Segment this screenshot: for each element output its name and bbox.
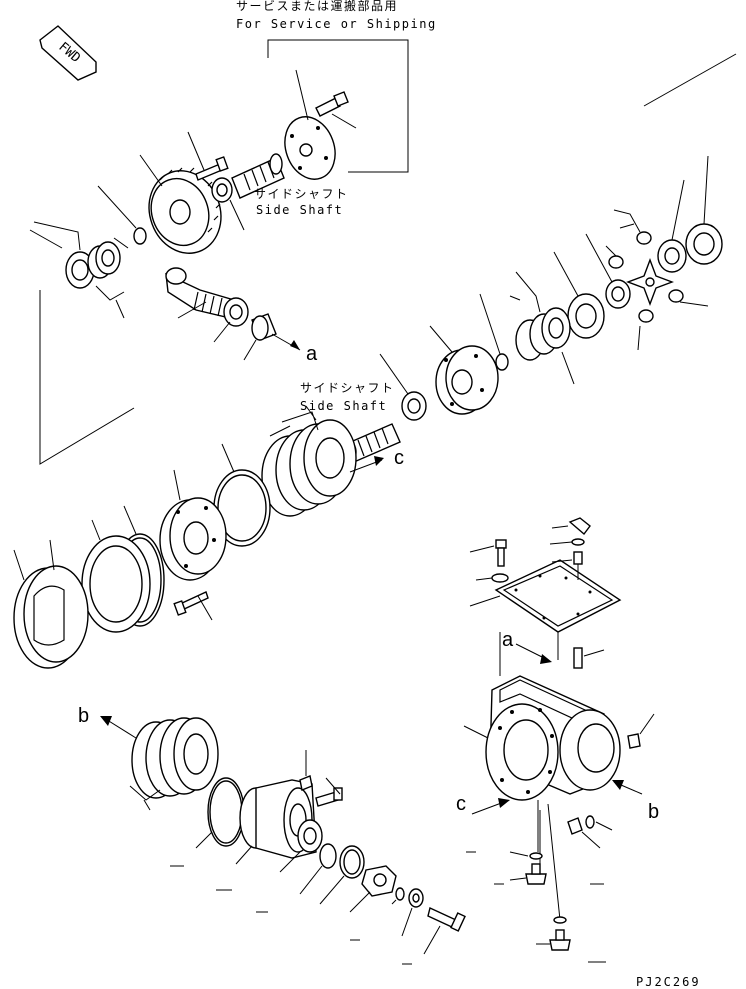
service-note-bracket [267, 39, 409, 173]
spacer-collar [243, 313, 277, 361]
gasket [213, 443, 271, 547]
arrow-b-right [612, 780, 643, 795]
housing-bolt-side [627, 713, 655, 749]
cover-washer [475, 573, 509, 583]
axle-housing [463, 675, 621, 801]
ref-label-c-mid: c [394, 447, 404, 469]
ref-label-c-bottom: c [456, 793, 466, 815]
drain-plug-1 [509, 851, 547, 885]
housing-drop-lines [537, 800, 561, 921]
service-note-jp: サービスまたは運搬部品用 [236, 0, 398, 13]
drain-plug-side [567, 815, 613, 849]
service-bolt [315, 91, 357, 129]
bearing-small-top [211, 177, 245, 231]
retainer-plate [159, 469, 227, 581]
hub-plug [299, 750, 313, 791]
o-ring-bottom [195, 777, 245, 849]
hub-seal-2 [319, 845, 365, 905]
diff-case [429, 325, 499, 415]
arrow-b-left [100, 716, 137, 739]
cover-ring [13, 539, 89, 669]
pinion-bearing [213, 297, 249, 343]
top-cover [469, 559, 622, 633]
yoke-washers [391, 887, 424, 937]
side-gear-right [657, 179, 687, 273]
service-note-en: For Service or Shipping [236, 17, 437, 31]
arrow-a-top [271, 333, 301, 351]
ref-label-a-bottom: a [502, 629, 514, 651]
gear-bolt [187, 131, 229, 181]
side-shaft-jp-2: サイドシャフト [300, 381, 395, 395]
shim-ring [97, 185, 147, 245]
ref-label-b-left: b [78, 705, 89, 727]
housing-leaders [499, 632, 559, 676]
diff-bearing [553, 251, 605, 339]
clutch-discs [509, 271, 575, 385]
snap-ring [479, 293, 509, 371]
drain-plug-2 [536, 916, 571, 951]
upper-right-leader [643, 53, 737, 107]
yoke-flange [349, 865, 397, 913]
right-end-bearing [685, 155, 723, 265]
pinion-shaft [165, 267, 235, 319]
hub-bearing [279, 819, 323, 873]
service-plate [284, 69, 336, 180]
retainer-bolt [173, 591, 213, 621]
fwd-direction-tag: FWD [39, 25, 97, 81]
hub-bolt [315, 777, 343, 807]
bottom-right-ticks [466, 851, 606, 963]
hub-seal-1 [299, 843, 337, 895]
yoke-bolt [423, 907, 466, 955]
breather [549, 517, 591, 580]
spider-cross [626, 258, 674, 306]
side-shaft-en-1: Side Shaft [256, 203, 343, 217]
case-bearing [379, 353, 427, 421]
left-group-bracket [39, 290, 135, 465]
side-shaft-top [231, 153, 285, 199]
figure-code: PJ2C269 [636, 975, 701, 989]
bevel-gear [139, 154, 222, 254]
dowel-pin [573, 647, 605, 669]
oil-seal [81, 519, 151, 633]
arrow-a-bottom [515, 643, 552, 664]
cover-bolt [469, 539, 507, 567]
arrow-c-mid [349, 456, 384, 473]
ref-label-a-top: a [306, 343, 318, 365]
bottom-left-ticks [170, 865, 412, 965]
side-gear-left [585, 233, 631, 309]
side-shaft-en-2: Side Shaft [300, 399, 387, 413]
side-shaft-jp-1: サイドシャフト [254, 187, 349, 201]
pinion-gears-diff [605, 209, 709, 351]
arrow-c-bottom [471, 798, 510, 815]
left-bearing-set [29, 221, 129, 319]
disc-pack-bottom [129, 717, 219, 811]
ref-label-b-right: b [648, 801, 659, 823]
brake-disc-pack [261, 405, 357, 517]
